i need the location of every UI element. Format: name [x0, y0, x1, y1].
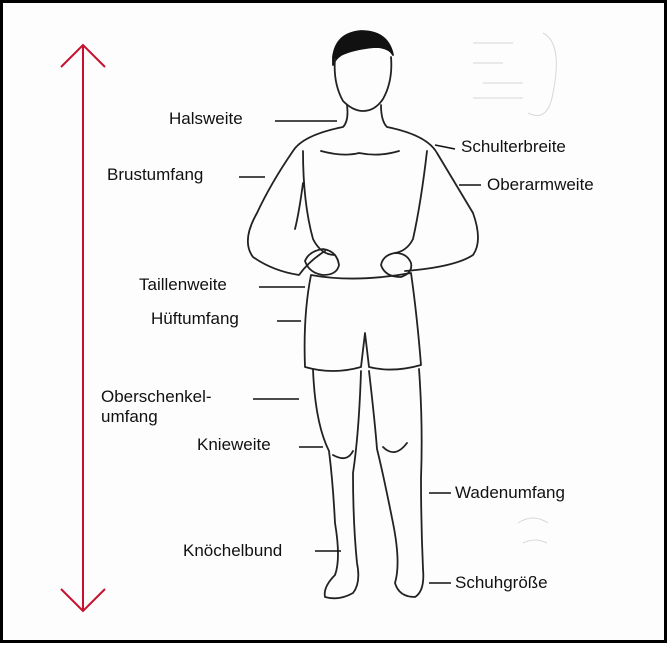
height-arrow	[61, 45, 105, 611]
label-brustumfang: Brustumfang	[107, 165, 203, 185]
shorts-outline	[305, 273, 421, 371]
background-scribbles	[473, 33, 556, 543]
label-knoechelbund: Knöchelbund	[183, 541, 282, 561]
head-outline	[335, 57, 392, 111]
torso-outline	[248, 105, 478, 275]
label-knieweite: Knieweite	[197, 435, 271, 455]
label-oberarmweite: Oberarmweite	[487, 175, 594, 195]
label-schuhgroesse: Schuhgröße	[455, 573, 548, 593]
human-figure	[248, 31, 478, 598]
label-wadenumfang: Wadenumfang	[455, 483, 565, 503]
right-leg-outline	[369, 369, 423, 597]
label-schulterbreite: Schulterbreite	[461, 137, 566, 157]
leader-lines	[239, 121, 481, 583]
figure-canvas	[3, 3, 667, 646]
label-oberschenkelumfang-line1: Oberschenkel-	[101, 387, 212, 407]
leader-schulterbreite	[435, 145, 455, 149]
label-hueftumfang: Hüftumfang	[151, 309, 239, 329]
label-taillenweite: Taillenweite	[139, 275, 227, 295]
left-leg-outline	[313, 369, 361, 598]
label-oberschenkelumfang-line2: umfang	[101, 407, 158, 427]
hair	[333, 31, 393, 65]
label-halsweite: Halsweite	[169, 109, 243, 129]
